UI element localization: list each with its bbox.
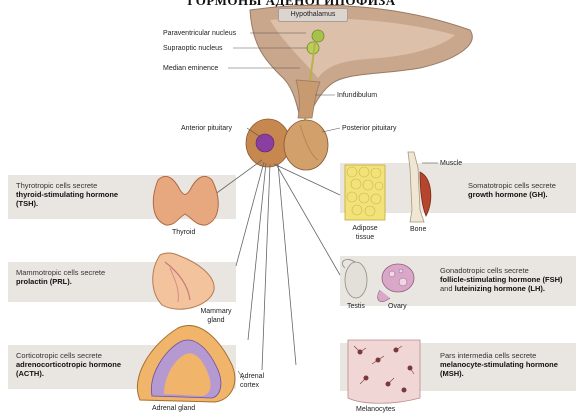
- anterior-purple-cells: [256, 134, 274, 152]
- posterior-pituitary-label: Posterior pituitary: [342, 124, 396, 133]
- thyroid-shape: [153, 176, 218, 225]
- mammary-gland-label: Mammary gland: [196, 307, 236, 325]
- posterior-pituitary-shape: [284, 120, 328, 170]
- adipose-tissue-label: Adipose tissue: [345, 224, 385, 242]
- adrenal-gland-label: Adrenal gland: [152, 404, 195, 413]
- testis-shape: [345, 262, 367, 298]
- infundibulum-label: Infundibulum: [337, 91, 377, 100]
- testis-label: Testis: [347, 302, 365, 311]
- muscle-shape: [420, 172, 431, 216]
- thyroid-label: Thyroid: [172, 228, 195, 237]
- paraventricular-nucleus-shape: [312, 30, 324, 42]
- muscle-label: Muscle: [440, 159, 462, 168]
- ovary-label: Ovary: [388, 302, 407, 311]
- melanocytes-shape: [348, 340, 420, 403]
- target-lines: [214, 160, 340, 370]
- paraventricular-label: Paraventricular nucleus: [163, 29, 236, 38]
- supraoptic-label: Supraoptic nucleus: [163, 44, 223, 53]
- adrenal-cortex-label: Adrenal cortex: [240, 372, 274, 390]
- hypothalamus-label: Hypothalamus: [278, 8, 348, 22]
- median-eminence-label: Median eminence: [163, 64, 218, 73]
- anterior-pituitary-label: Anterior pituitary: [181, 124, 232, 133]
- bone-label: Bone: [410, 225, 426, 234]
- melanocytes-label: Melanocytes: [356, 405, 395, 414]
- ovary-shape: [382, 264, 414, 292]
